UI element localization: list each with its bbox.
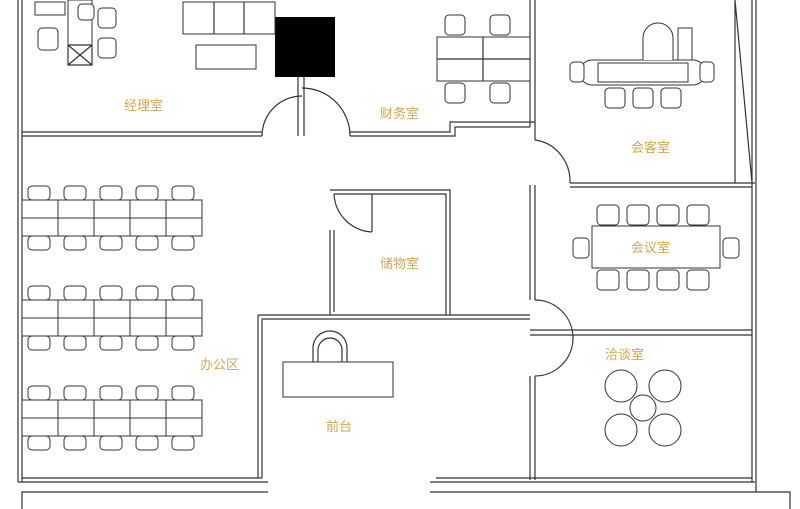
chair — [97, 37, 117, 59]
chair — [99, 335, 123, 351]
chair — [63, 385, 87, 401]
chair — [686, 269, 710, 291]
chair — [722, 237, 740, 259]
chair — [63, 335, 87, 351]
chair — [444, 14, 466, 36]
chair — [171, 285, 195, 301]
chair — [604, 87, 626, 109]
chair — [135, 435, 159, 451]
chair — [656, 204, 680, 226]
chair — [99, 285, 123, 301]
label-office-area: 办公区 — [200, 358, 239, 373]
coffee-table — [195, 44, 257, 70]
chair — [626, 204, 650, 226]
label-storage: 储物室 — [380, 256, 419, 272]
chair — [699, 61, 715, 83]
chair — [27, 235, 51, 251]
lounge-chair — [604, 369, 638, 403]
chair — [27, 435, 51, 451]
chair — [27, 385, 51, 401]
chair — [63, 435, 87, 451]
lounge-chair — [648, 369, 682, 403]
label-finance: 财务室 — [380, 106, 419, 122]
chair — [135, 235, 159, 251]
chair — [27, 335, 51, 351]
chair — [489, 82, 511, 104]
chair — [656, 269, 680, 291]
chair — [135, 335, 159, 351]
lounge-chair — [648, 413, 682, 447]
label-meeting: 会议室 — [631, 240, 670, 256]
labels: 经理室 财务室 会客室 储物室 会议室 办公区 洽谈室 前台 — [124, 98, 670, 435]
chair — [660, 87, 682, 109]
meeting-table — [591, 225, 721, 269]
furniture — [21, 0, 740, 451]
chair — [99, 385, 123, 401]
manager-cabinet — [34, 1, 66, 16]
chair — [27, 185, 51, 201]
chair — [97, 7, 117, 29]
sofa — [182, 1, 276, 35]
chair — [171, 385, 195, 401]
front-desk — [282, 361, 394, 398]
chair — [642, 22, 674, 60]
chair — [596, 204, 620, 226]
lounge-chair — [604, 413, 638, 447]
chair — [572, 237, 590, 259]
chair — [63, 235, 87, 251]
chair — [27, 285, 51, 301]
chair — [626, 269, 650, 291]
chair — [135, 185, 159, 201]
chair — [63, 185, 87, 201]
chair — [63, 285, 87, 301]
chair — [99, 235, 123, 251]
chair — [171, 185, 195, 201]
chair — [99, 185, 123, 201]
chair — [37, 27, 59, 51]
round-table — [629, 394, 657, 422]
label-negotiation: 洽谈室 — [605, 347, 644, 363]
chair — [686, 204, 710, 226]
chair — [171, 335, 195, 351]
pillar — [275, 17, 335, 77]
label-manager: 经理室 — [124, 98, 163, 114]
chair — [489, 14, 511, 36]
label-reception-guest: 会客室 — [631, 140, 670, 156]
chair — [596, 269, 620, 291]
chair — [444, 82, 466, 104]
chair — [632, 87, 654, 109]
chair — [171, 435, 195, 451]
label-front-desk: 前台 — [326, 419, 352, 435]
chair — [171, 235, 195, 251]
chair — [135, 285, 159, 301]
chair — [569, 61, 585, 83]
chair — [77, 3, 95, 21]
chair — [99, 435, 123, 451]
chair — [135, 385, 159, 401]
